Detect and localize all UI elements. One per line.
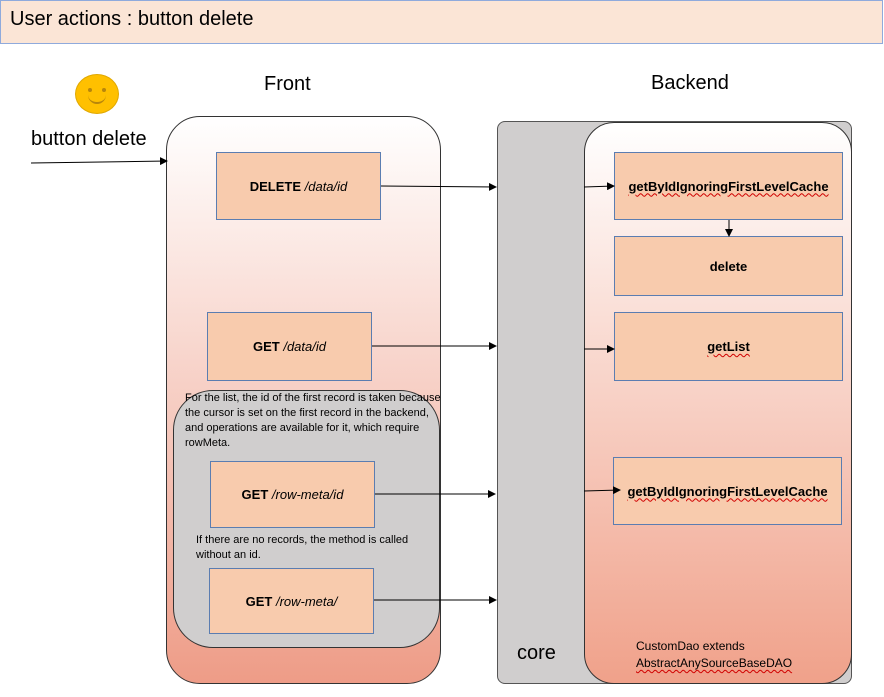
front-call-get-data: GET /data/id (207, 312, 372, 381)
front-call-delete-data: DELETE /data/id (216, 152, 381, 220)
method-label: getList (707, 339, 750, 354)
front-call-get-row-meta-id: GET /row-meta/id (210, 461, 375, 528)
front-heading: Front (264, 73, 311, 95)
backend-heading: Backend (651, 72, 729, 94)
core-label: core (517, 642, 556, 664)
arrow-delete-to-core (380, 182, 497, 191)
diagram-title: User actions : button delete (10, 8, 254, 30)
title-bar (0, 0, 883, 44)
backend-method-get-by-id-1: getByIdIgnoringFirstLevelCache (614, 152, 843, 220)
method-label: delete (709, 258, 748, 274)
arrow-core-to-getbyid-1 (583, 182, 615, 191)
actor-label: button delete (31, 128, 147, 150)
backend-method-get-list: getList (614, 312, 843, 381)
backend-method-delete: delete (614, 236, 843, 296)
method-label: getByIdIgnoringFirstLevelCache (627, 483, 828, 499)
note-list-first-record: For the list, the id of the first record… (185, 392, 441, 449)
call-method: GET (245, 593, 273, 609)
call-path: /data/id (304, 178, 348, 194)
custom-dao-note: CustomDao extends AbstractAnySourceBaseD… (636, 638, 792, 672)
call-path: /data/id (283, 339, 326, 354)
note-no-records: If there are no records, the method is c… (196, 534, 409, 561)
method-label: getByIdIgnoringFirstLevelCache (628, 178, 829, 194)
backend-method-get-by-id-2: getByIdIgnoringFirstLevelCache (613, 457, 842, 525)
front-call-get-row-meta: GET /row-meta/ (209, 568, 374, 634)
custom-dao-line2: AbstractAnySourceBaseDAO (636, 656, 793, 670)
smiley-icon (75, 74, 119, 114)
custom-dao-line1: CustomDao extends (636, 639, 745, 653)
call-path: /row-meta/id (271, 487, 344, 502)
arrow-core-to-getbyid-2 (583, 486, 621, 495)
call-path: /row-meta/ (275, 593, 338, 609)
arrow-actor-to-front (30, 157, 168, 166)
call-method: DELETE (249, 178, 301, 194)
call-method: GET (241, 487, 269, 502)
call-method: GET (252, 339, 280, 354)
